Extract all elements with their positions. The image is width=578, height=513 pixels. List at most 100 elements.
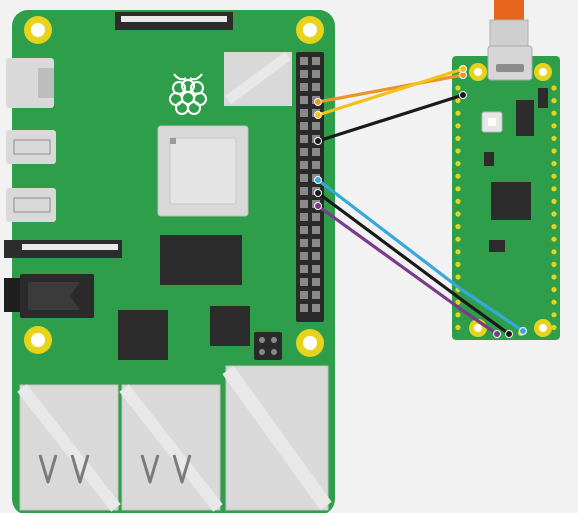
raspberry-pi-board xyxy=(4,10,335,513)
pico-pad xyxy=(455,224,461,230)
pico-pad xyxy=(455,299,461,305)
wire-end xyxy=(314,137,322,145)
pico-mount-hole-tr xyxy=(534,63,552,81)
gpio-pin xyxy=(312,70,320,78)
pico-pad xyxy=(455,261,461,267)
pico-mount-hole-br xyxy=(534,319,552,337)
wire-w1 xyxy=(316,73,465,104)
micro-hdmi-port-0 xyxy=(6,130,56,164)
regulator xyxy=(538,88,548,108)
usb-port-pair-1 xyxy=(17,384,121,512)
wire-w2 xyxy=(316,67,465,117)
gpio-pin xyxy=(300,96,308,104)
mount-hole-mr xyxy=(296,329,324,357)
pico-pad xyxy=(551,173,557,179)
pico-pad xyxy=(455,324,461,330)
raspberry-pi-pico xyxy=(452,0,560,340)
gpio-pin xyxy=(300,278,308,286)
gpio-pin xyxy=(300,239,308,247)
wires xyxy=(314,65,527,338)
pico-pad xyxy=(551,312,557,318)
gpio-pin xyxy=(312,57,320,65)
wire-w5 xyxy=(316,191,511,336)
pico-pad xyxy=(551,287,557,293)
gpio-pin xyxy=(312,278,320,286)
flash-chip xyxy=(516,100,534,136)
gpio-pin xyxy=(300,304,308,312)
gpio-pin xyxy=(300,109,308,117)
gpio-pin xyxy=(312,239,320,247)
gpio-header xyxy=(296,52,324,322)
crystal xyxy=(489,240,505,252)
pico-pins-right xyxy=(551,85,557,330)
gpio-pin xyxy=(300,122,308,130)
wire-end xyxy=(505,330,513,338)
soc-chip xyxy=(157,125,249,217)
pico-pad xyxy=(455,186,461,192)
wire-end xyxy=(314,111,322,119)
wire-end xyxy=(314,189,322,197)
usb-port-pair-2 xyxy=(119,384,223,512)
pico-pad xyxy=(455,148,461,154)
ethernet-port xyxy=(222,365,332,511)
mount-hole-tr xyxy=(296,16,324,44)
pico-mount-hole-tl xyxy=(469,63,487,81)
gpio-pin xyxy=(300,291,308,299)
gpio-pin xyxy=(300,252,308,260)
pico-pins-left xyxy=(455,85,461,330)
gpio-pin xyxy=(312,161,320,169)
pico-pad xyxy=(455,236,461,242)
gpio-pin xyxy=(300,161,308,169)
pico-pad xyxy=(551,274,557,280)
pico-pad xyxy=(455,161,461,167)
gpio-pin xyxy=(312,148,320,156)
micro-hdmi-port-1 xyxy=(6,188,56,222)
wire-end xyxy=(519,327,527,335)
gpio-pin xyxy=(312,213,320,221)
wire-w6 xyxy=(316,204,499,336)
pico-pad xyxy=(551,98,557,104)
usb-controller-chip xyxy=(118,310,168,360)
mount-hole-ml xyxy=(24,326,52,354)
wire-end xyxy=(314,176,322,184)
pico-pad xyxy=(455,274,461,280)
pico-pad xyxy=(455,312,461,318)
pico-pad xyxy=(551,224,557,230)
gpio-pin xyxy=(312,122,320,130)
pico-pad xyxy=(551,161,557,167)
ram-chip xyxy=(160,235,242,285)
wire-end xyxy=(314,98,322,106)
gpio-pin xyxy=(300,174,308,182)
gpio-pin xyxy=(312,83,320,91)
wire-end xyxy=(459,65,467,73)
pico-pad xyxy=(551,198,557,204)
pico-pad xyxy=(551,211,557,217)
pico-pad xyxy=(551,261,557,267)
rp2040-chip xyxy=(491,182,531,220)
wire-w4 xyxy=(316,178,525,333)
gpio-pin xyxy=(300,187,308,195)
gpio-pin xyxy=(300,226,308,234)
pico-pad xyxy=(455,110,461,116)
wire-end xyxy=(459,91,467,99)
pico-pad xyxy=(551,236,557,242)
pico-pad xyxy=(455,123,461,129)
pico-pad xyxy=(551,148,557,154)
pico-pad xyxy=(551,135,557,141)
gpio-pin xyxy=(300,70,308,78)
pico-pad xyxy=(455,211,461,217)
raspberry-logo-icon xyxy=(169,73,207,115)
pico-pad xyxy=(551,186,557,192)
pico-pad xyxy=(455,85,461,91)
pico-pad xyxy=(551,123,557,129)
pico-pad xyxy=(551,299,557,305)
gpio-pin xyxy=(312,226,320,234)
pico-pad xyxy=(455,249,461,255)
gpio-pin xyxy=(300,213,308,221)
usb-cable xyxy=(489,0,529,51)
gpio-pin xyxy=(300,265,308,273)
led xyxy=(484,152,494,166)
gpio-pin xyxy=(312,265,320,273)
gpio-pin xyxy=(300,57,308,65)
